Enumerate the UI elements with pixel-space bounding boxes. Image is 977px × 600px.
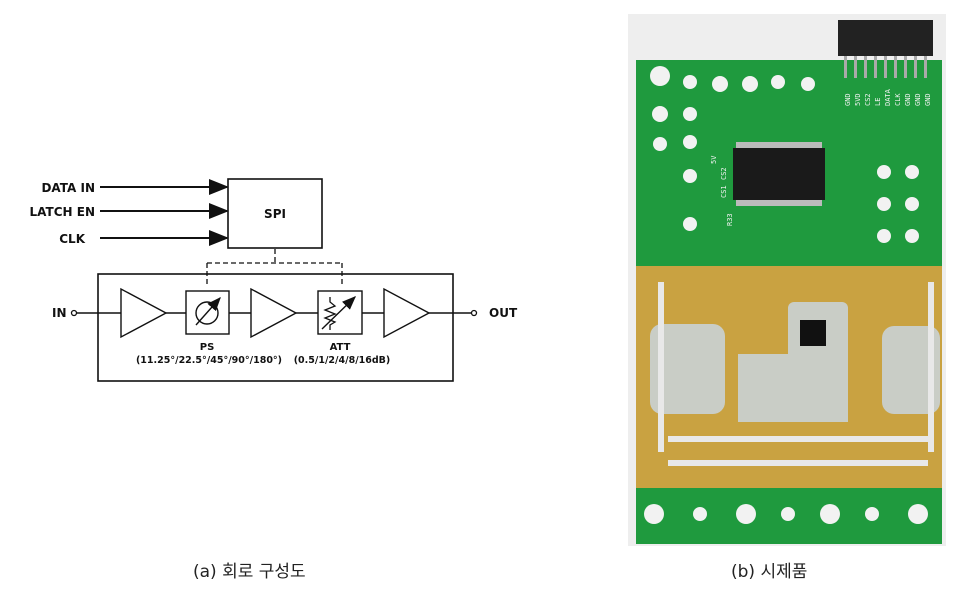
att-values: (0.5/1/2/4/8/16dB) (294, 355, 391, 366)
pin-label: CS2 (864, 93, 872, 106)
spi-block (227, 178, 323, 249)
phase-shifter-block (185, 290, 230, 335)
silkscreen-pin-labels: GND 5VD CS2 LE DATA CLK GND GND GND 5V C… (710, 88, 932, 226)
pin-label: 5VD (854, 93, 862, 106)
amplifier-3-icon (383, 287, 431, 339)
silkscreen-mark: CS2 (720, 167, 728, 180)
spi-label: SPI (264, 207, 286, 221)
via-rows (658, 282, 934, 466)
pin-label: LE (874, 98, 882, 106)
data-in-label: DATA IN (41, 181, 95, 195)
pin-label: DATA (884, 88, 892, 106)
amplifier-2-icon (250, 287, 298, 339)
control-bus-dashed (206, 249, 343, 285)
rf-substrate-region (650, 302, 940, 422)
out-port (470, 309, 478, 317)
silkscreen-mark: 5V (710, 155, 718, 164)
rf-chip-icon (800, 320, 826, 346)
attenuator-block (317, 290, 363, 335)
silkscreen-mark: CS1 (720, 185, 728, 198)
att-label: ATT (330, 342, 351, 353)
in-label: IN (52, 306, 67, 320)
pin-header-icon (838, 20, 933, 56)
rf-chain-enclosure (97, 273, 454, 382)
pin-label: CLK (894, 93, 902, 106)
clk-label: CLK (59, 232, 85, 246)
ps-values: (11.25°/22.5°/45°/90°/180°) (136, 355, 282, 366)
pin-label: GND (844, 93, 852, 106)
caption-prototype: (b) 시제품 (731, 562, 808, 582)
caption-circuit: (a) 회로 구성도 (193, 562, 306, 582)
pcb-prototype-photo: GND 5VD CS2 LE DATA CLK GND GND GND 5V C… (628, 14, 946, 546)
amplifier-1-icon (120, 287, 168, 339)
pin-header-pins (844, 56, 927, 78)
spi-chip-pins (736, 142, 822, 206)
latch-en-label: LATCH EN (30, 205, 95, 219)
out-label: OUT (489, 306, 518, 320)
ps-label: PS (200, 342, 215, 353)
mounting-holes (644, 66, 928, 524)
pin-label: GND (924, 93, 932, 106)
pin-label: GND (904, 93, 912, 106)
in-port (70, 309, 78, 317)
circuit-block-diagram: DATA IN LATCH EN CLK SPI IN OUT PS (11.2… (30, 178, 518, 382)
spi-chip-icon (733, 148, 825, 200)
pin-label: GND (914, 93, 922, 106)
silkscreen-mark: R33 (726, 213, 734, 226)
